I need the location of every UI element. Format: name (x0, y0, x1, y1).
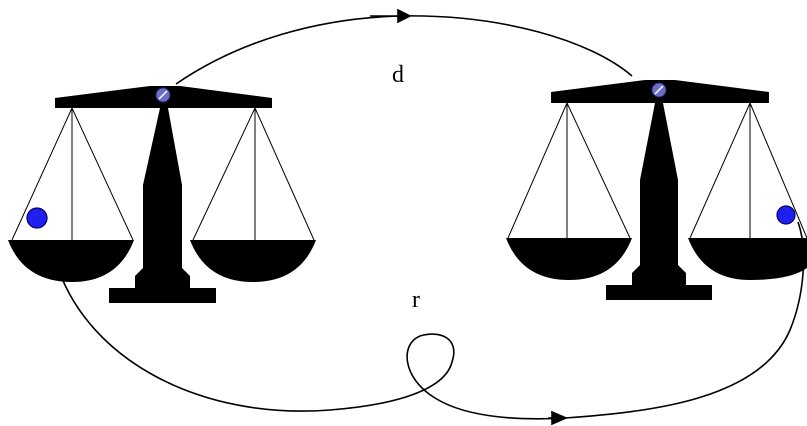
left-scale-pan-left (8, 240, 134, 282)
upper-transfer-path (175, 15, 633, 85)
upper-path-arrow (370, 8, 412, 24)
lower-path-arrow (548, 410, 569, 426)
left-scale (8, 86, 316, 303)
label-d: d (392, 62, 404, 88)
right-scale-column (606, 103, 712, 300)
ball-icon (776, 205, 796, 225)
right-scale (506, 80, 807, 300)
left-scale-pan-right (190, 240, 316, 282)
ball-icon (26, 207, 48, 229)
right-scale-pan-left (506, 238, 632, 280)
right-scale-pan-right (688, 238, 807, 280)
lower-transfer-path (57, 221, 805, 420)
left-scale-column (109, 108, 216, 303)
label-r: r (412, 287, 420, 313)
